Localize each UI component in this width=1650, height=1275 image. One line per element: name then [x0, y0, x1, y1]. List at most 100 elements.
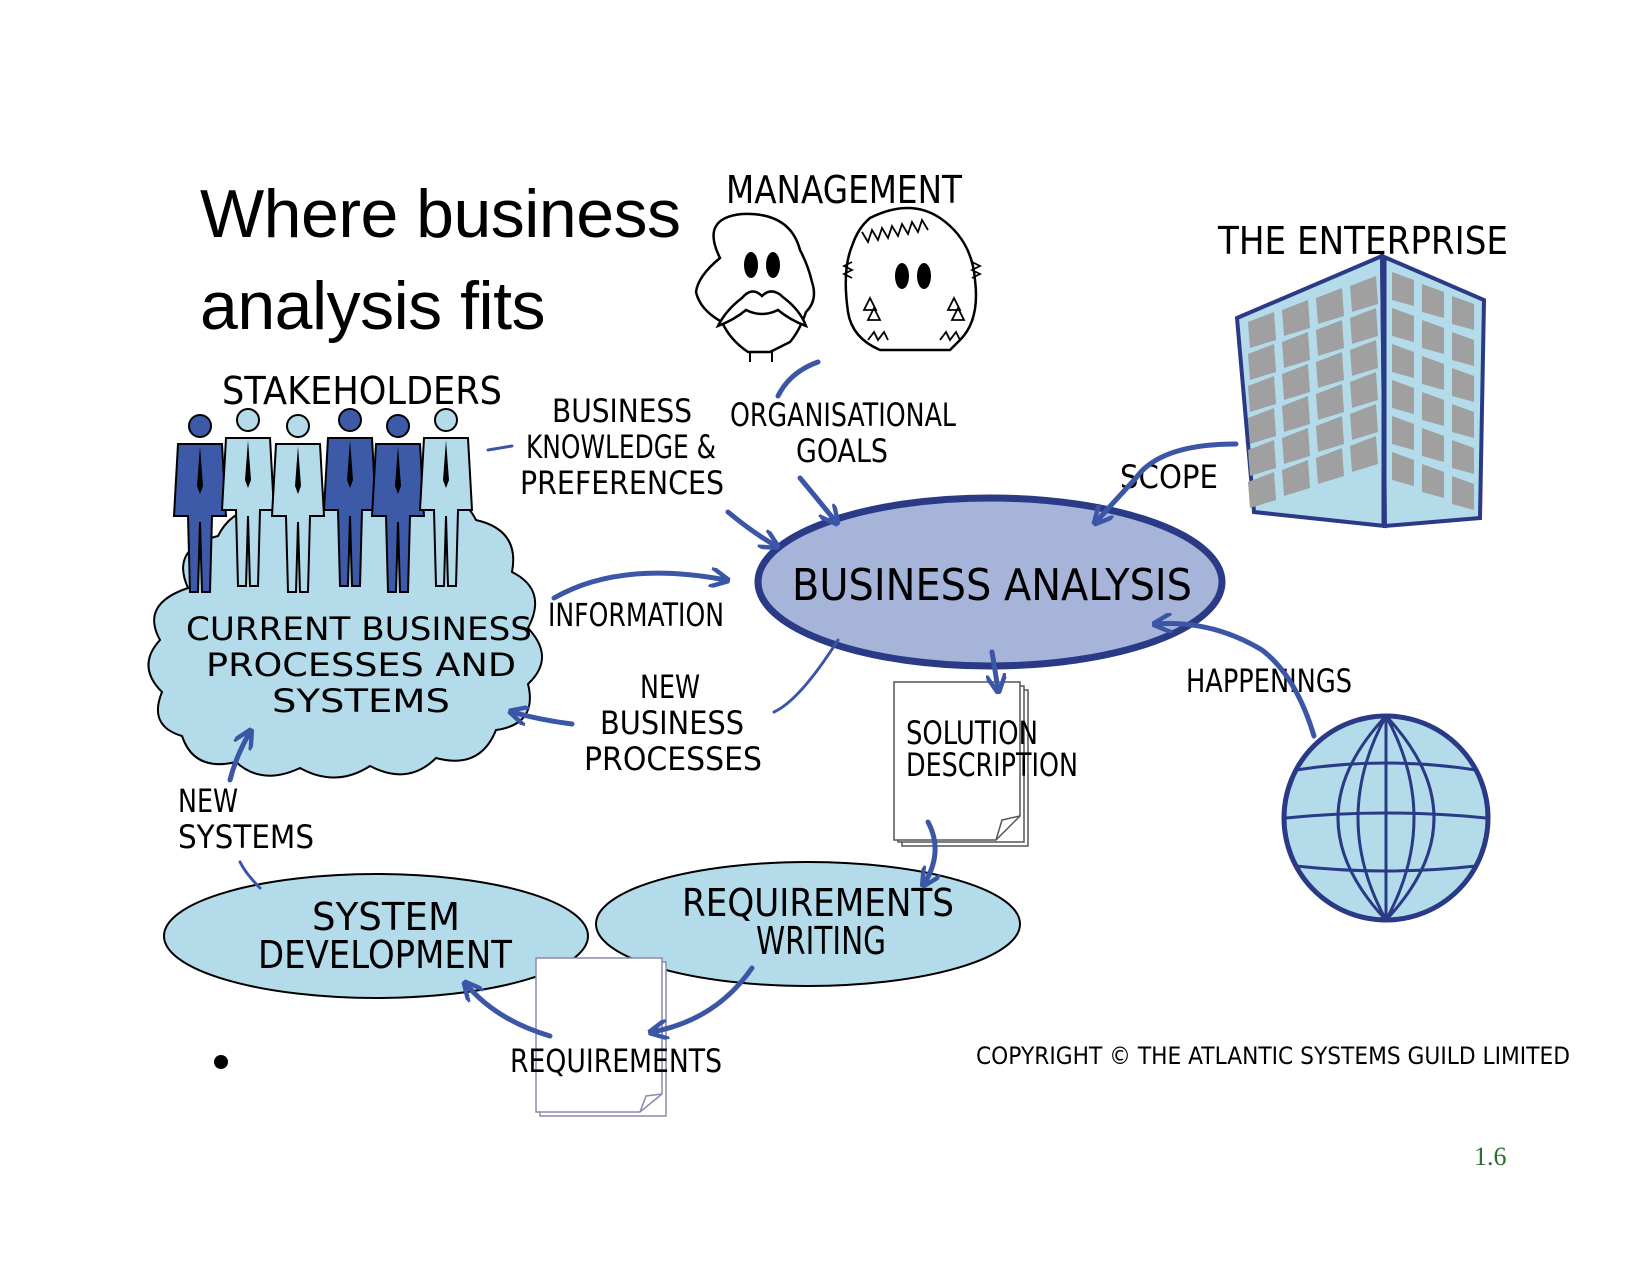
title-line-1: Where business	[200, 176, 681, 252]
solution-description-line-1: SOLUTION	[906, 714, 1038, 752]
building-window	[1422, 284, 1444, 318]
new-processes-arrowhead	[512, 712, 575, 727]
new-business-processes-line-2: BUSINESS	[600, 704, 744, 742]
building-window	[1248, 312, 1276, 348]
building-window	[1282, 364, 1310, 400]
slide-number: 1.6	[1474, 1142, 1507, 1171]
globe-icon	[1281, 713, 1491, 923]
system-development-ellipse	[163, 873, 589, 999]
scope-arrow	[1096, 441, 1239, 522]
business-knowledge-line-2: KNOWLEDGE &	[526, 428, 716, 466]
management-label: MANAGEMENT	[726, 168, 963, 212]
requirements-document-icon	[535, 957, 667, 1117]
building-window	[1452, 440, 1474, 474]
business-analysis-ellipse	[754, 494, 1226, 670]
solution-description-line-2: DESCRIPTION	[906, 746, 1078, 784]
new-systems-line-2: SYSTEMS	[178, 818, 314, 856]
enterprise-label: THE ENTERPRISE	[1217, 219, 1508, 263]
building-window	[1350, 436, 1378, 472]
manager-face-moustache-icon	[694, 212, 816, 362]
building-window	[1422, 428, 1444, 462]
enterprise-building-icon	[1234, 252, 1487, 529]
organisational-goals-line-2: GOALS	[796, 432, 888, 470]
business-knowledge-line-3: PREFERENCES	[520, 464, 724, 502]
building-window	[1350, 372, 1378, 408]
building-window	[1282, 332, 1310, 368]
building-window	[1392, 380, 1414, 414]
building-window	[1316, 416, 1344, 452]
solution-description-document-icon	[893, 681, 1029, 847]
current-processes-line-3: SYSTEMS	[272, 682, 450, 720]
happenings-arrow	[1156, 624, 1317, 739]
goals-arrow	[797, 475, 836, 522]
information-arrow	[551, 573, 726, 601]
building-window	[1248, 376, 1276, 412]
solution-arrow	[992, 649, 998, 690]
building-window	[1282, 300, 1310, 336]
system-development-line-2: DEVELOPMENT	[258, 933, 513, 977]
business-analysis-label: BUSINESS ANALYSIS	[792, 560, 1192, 611]
building-window	[1248, 472, 1276, 508]
building-window	[1422, 464, 1444, 498]
information-label: INFORMATION	[548, 596, 724, 634]
building-window	[1452, 476, 1474, 510]
building-window	[1392, 308, 1414, 342]
building-window	[1316, 288, 1344, 324]
new-processes-arrow	[772, 638, 840, 714]
current-processes-line-2: PROCESSES AND	[206, 646, 516, 684]
new-systems-connector	[238, 860, 262, 890]
building-window	[1452, 368, 1474, 402]
building-window	[1350, 404, 1378, 440]
requirements-writing-line-1: REQUIREMENTS	[682, 881, 954, 925]
requirements-to-development-arrow	[466, 984, 553, 1039]
management-connector	[775, 359, 821, 399]
stakeholder-person-icon	[370, 414, 426, 593]
building-window	[1316, 352, 1344, 388]
flow-arrows	[227, 359, 1317, 1039]
stakeholder-people-icon	[172, 408, 474, 593]
building-window	[1452, 332, 1474, 366]
building-window	[1350, 340, 1378, 376]
building-window	[1248, 440, 1276, 476]
requirements-writing-ellipse	[595, 861, 1021, 987]
management-faces-icon	[694, 206, 983, 362]
title-line-2: analysis fits	[200, 268, 545, 344]
organisational-goals-line-1: ORGANISATIONAL	[730, 396, 956, 434]
building-window	[1392, 272, 1414, 306]
new-business-processes-line-1: NEW	[640, 668, 700, 706]
building-window	[1282, 460, 1310, 496]
manager-face-hairy-icon	[841, 206, 983, 352]
building-window	[1350, 308, 1378, 344]
stakeholder-person-icon	[270, 414, 326, 593]
building-window	[1392, 344, 1414, 378]
bullet-point	[214, 1055, 228, 1069]
stakeholder-person-icon	[418, 408, 474, 587]
building-window	[1392, 452, 1414, 486]
solution-to-writing-arrow	[924, 819, 935, 884]
building-window	[1316, 384, 1344, 420]
new-business-processes-line-3: PROCESSES	[584, 740, 762, 778]
slide-title: Where business analysis fits	[200, 168, 720, 352]
writing-to-requirements-arrow	[652, 965, 755, 1032]
business-knowledge-line-1: BUSINESS	[552, 392, 692, 430]
building-window	[1248, 408, 1276, 444]
knowledge-arrow	[725, 509, 776, 546]
current-processes-line-1: CURRENT BUSINESS	[186, 610, 532, 648]
copyright-notice: COPYRIGHT © THE ATLANTIC SYSTEMS GUILD L…	[976, 1042, 1570, 1070]
building-window	[1350, 276, 1378, 312]
building-window	[1248, 344, 1276, 380]
building-window	[1316, 320, 1344, 356]
stakeholder-person-icon	[172, 414, 228, 593]
building-window	[1422, 320, 1444, 354]
building-window	[1282, 428, 1310, 464]
happenings-label: HAPPENINGS	[1186, 662, 1352, 700]
stakeholders-connector	[486, 444, 514, 452]
building-window	[1452, 404, 1474, 438]
stakeholder-person-icon	[220, 408, 276, 587]
new-systems-line-1: NEW	[178, 782, 238, 820]
building-window	[1316, 448, 1344, 484]
requirements-writing-line-2: WRITING	[756, 919, 886, 963]
building-window	[1422, 356, 1444, 390]
